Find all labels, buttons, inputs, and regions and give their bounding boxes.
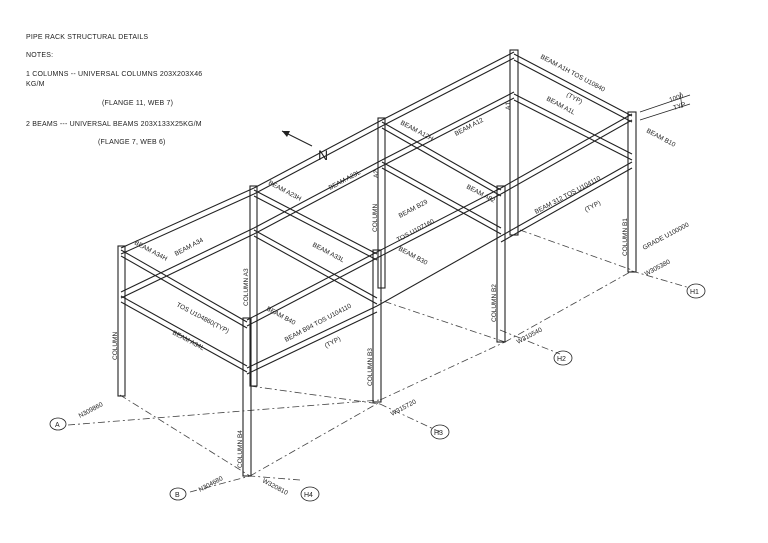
note-columns-unit: KG/M	[26, 81, 45, 88]
label-typ-mid: (TYP)	[584, 200, 602, 214]
label-col-a3: COLUMN A3	[243, 268, 250, 306]
label-w310540: W310540	[516, 326, 544, 345]
bubble-h1: H1	[690, 289, 699, 296]
label-n309860: N309860	[78, 401, 105, 420]
bubble-h4: H4	[304, 492, 313, 499]
label-beam-a34: BEAM A34	[174, 237, 205, 258]
label-col-b1: COLUMN B1	[622, 218, 629, 256]
grid-lines	[67, 229, 691, 493]
label-beam-a1h: BEAM A1H TOS U10840	[539, 54, 606, 94]
top-beams	[120, 51, 633, 327]
label-w305380: W305380	[644, 258, 672, 277]
label-beam-a23l: BEAM A23L	[328, 169, 363, 192]
notes-heading: NOTES:	[26, 52, 54, 59]
dimension-marker	[639, 91, 691, 121]
mid-beams	[120, 91, 633, 375]
label-dim-typ: TYP	[672, 101, 686, 112]
label-beam-b29: BEAM B29	[398, 198, 430, 219]
label-col-b3: COLUMN B3	[367, 348, 374, 386]
label-dim: 1000	[668, 93, 684, 104]
label-col-a4: COLUMN	[112, 332, 119, 360]
label-w320810: W320810	[261, 478, 289, 497]
label-col-a2: A2	[373, 170, 380, 178]
label-beam-b30: BEAM B30	[397, 246, 429, 267]
note-columns-detail: (FLANGE 11, WEB 7)	[102, 100, 174, 107]
label-col-a2-side: COLUMN	[372, 204, 379, 232]
label-beam-a12h: BEAM A12H	[399, 120, 434, 143]
bubble-b: B	[175, 492, 180, 499]
note-columns: 1 COLUMNS -- UNIVERSAL COLUMNS 203X203X4…	[26, 71, 203, 78]
label-typ-top: (TYP)	[565, 92, 583, 106]
label-n304680: N304680	[198, 475, 225, 494]
columns	[117, 49, 637, 477]
note-beams-detail: (FLANGE 7, WEB 6)	[98, 139, 166, 146]
notes-title: PIPE RACK STRUCTURAL DETAILS	[26, 34, 149, 41]
note-beams: 2 BEAMS --- UNIVERSAL BEAMS 203X133X25KG…	[26, 121, 202, 128]
bubble-a: A	[55, 422, 60, 429]
label-col-a1: A1	[505, 102, 512, 110]
label-typ-low: (TYP)	[324, 336, 342, 350]
bubble-h2: H2	[557, 356, 566, 363]
bubble-h3: H3	[434, 430, 443, 437]
label-beam-b10: BEAM B10	[645, 128, 677, 149]
north-label: N	[318, 147, 328, 163]
grid-bubbles: H1 H2 H3 H4 A B	[49, 283, 706, 502]
north-arrow: N	[281, 130, 328, 163]
label-col-b4: COLUMN B4	[237, 430, 244, 468]
label-col-b2: COLUMN B2	[491, 284, 498, 322]
cross-beams	[120, 53, 633, 329]
label-beam-a33: BEAM A33L	[311, 242, 346, 265]
member-labels: BEAM A1H TOS U10840 (TYP) BEAM A1L 1000 …	[78, 54, 691, 497]
label-grade: GRADE U100000	[642, 221, 691, 251]
label-beam-a82: BEAM A82	[465, 184, 496, 205]
